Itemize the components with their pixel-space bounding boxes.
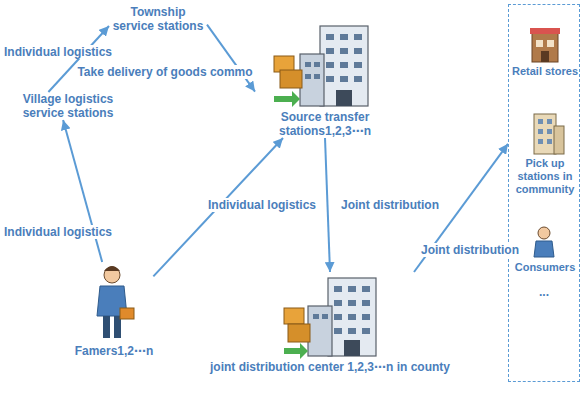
person-icon xyxy=(97,266,134,338)
dashed-group: Retail storesPick up stations in communi… xyxy=(508,4,580,382)
station-node: Source transfer stations1,2,3⋯n xyxy=(255,22,395,138)
flow-arrow xyxy=(63,120,102,262)
node-text: joint distribution center 1,2,3⋯n in cou… xyxy=(210,360,450,374)
building-icon xyxy=(274,26,368,107)
node-text: Famers1,2⋯n xyxy=(75,344,154,358)
node-text: Retail stores xyxy=(511,65,579,78)
store-icon xyxy=(530,28,560,62)
flow-arrow xyxy=(48,26,109,92)
edge-label: Individual logistics xyxy=(2,45,114,59)
edge-label: Joint distribution xyxy=(339,198,441,212)
node-text: Source transfer stations1,2,3⋯n xyxy=(255,110,395,138)
station-node: Famers1,2⋯n xyxy=(75,262,154,358)
flow-arrow xyxy=(207,25,255,92)
flow-arrow xyxy=(325,138,330,272)
station-node: joint distribution center 1,2,3⋯n in cou… xyxy=(210,272,450,374)
station-node: Pick up stations in community xyxy=(511,113,579,196)
station-node: Village logistics service stations xyxy=(19,92,117,120)
building-icon xyxy=(534,114,564,154)
ellipsis-label: ... xyxy=(537,285,551,299)
edge-label: Joint distribution xyxy=(419,243,521,257)
edge-label: Take delivery of goods commo xyxy=(75,65,254,79)
edge-label: Individual logistics xyxy=(206,198,318,212)
building-icon xyxy=(284,278,376,359)
station-node: Consumers xyxy=(511,225,579,274)
edge-label: Individual logistics xyxy=(2,225,114,239)
node-text: Consumers xyxy=(511,261,579,274)
node-text: Pick up stations in community xyxy=(511,157,579,196)
station-node: Retail stores xyxy=(511,25,579,78)
node-text: Township service stations xyxy=(109,5,207,33)
station-node: Township service stations xyxy=(109,5,207,33)
node-text: Village logistics service stations xyxy=(19,92,117,120)
person-icon xyxy=(534,227,554,257)
